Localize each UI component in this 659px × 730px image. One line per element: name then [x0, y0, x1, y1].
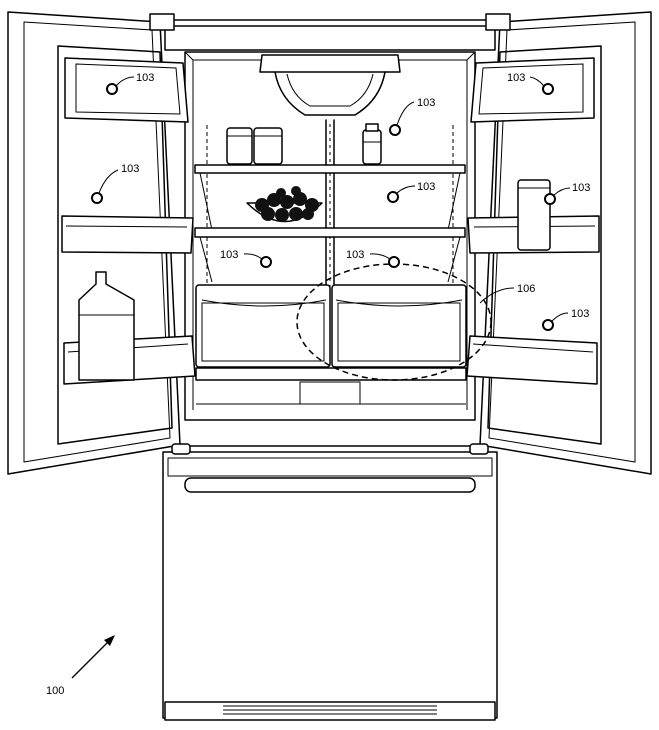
label-103: 103: [572, 182, 590, 194]
light-fixture-left-door-top: 103: [106, 72, 154, 95]
light-fixture-left-door-mid: 103: [91, 163, 139, 204]
light-fixture-interior-lower-left: 103: [220, 249, 272, 268]
arrow-head-icon: [104, 635, 115, 646]
beverage-can: [517, 179, 551, 251]
device-reference: 100: [46, 635, 115, 697]
label-103: 103: [417, 97, 435, 109]
right-door: [466, 11, 652, 475]
drawer-cover: [195, 367, 467, 405]
storage-region-reference: 106: [479, 283, 535, 304]
light-fixture-right-door-top: 103: [507, 72, 554, 95]
label-103: 103: [121, 163, 139, 175]
light-fixture-interior-lower-right: 103: [346, 249, 400, 268]
center-divider: [325, 119, 335, 291]
light-fixture-interior-upper: 103: [389, 97, 435, 136]
door-hinge-bottom-right: [469, 443, 489, 455]
label-103: 103: [346, 249, 364, 261]
shelf-upper: [194, 164, 466, 231]
shelf-middle: [194, 227, 466, 283]
berry-bowl: [246, 186, 323, 223]
label-103: 103: [220, 249, 238, 261]
light-fixture-right-door-lower: 103: [542, 308, 589, 331]
light-fixture-right-door-mid: 103: [544, 182, 590, 205]
label-103: 103: [571, 308, 589, 320]
crisper-drawer-left: [195, 284, 331, 368]
ceiling-light-housing: [259, 54, 401, 116]
milk-jug: [78, 271, 135, 381]
light-fixture-interior-middle: 103: [387, 181, 435, 203]
label-100: 100: [46, 685, 64, 697]
freezer-drawer: [162, 451, 498, 721]
label-103: 103: [417, 181, 435, 193]
crisper-drawer-right: [331, 284, 467, 368]
food-jars: [226, 127, 283, 165]
door-hinge-bottom-left: [171, 443, 191, 455]
bottle-small: [362, 123, 382, 165]
label-103: 103: [136, 72, 154, 84]
label-103: 103: [507, 72, 525, 84]
label-106: 106: [517, 283, 535, 295]
left-door: [7, 11, 196, 475]
